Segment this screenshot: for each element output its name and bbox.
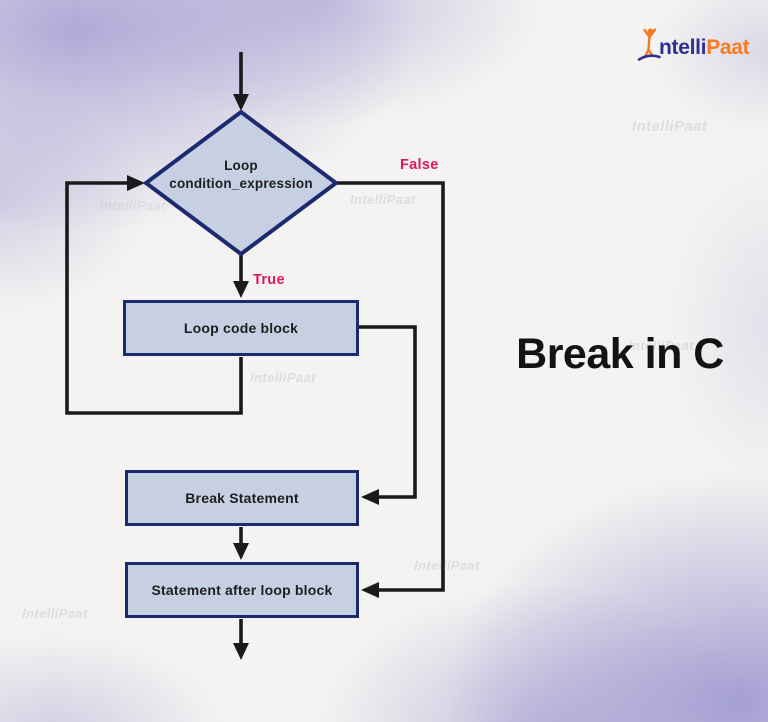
break-connector — [358, 325, 417, 499]
statement-after-loop-label: Statement after loop block — [151, 582, 333, 598]
break-statement-label: Break Statement — [185, 490, 299, 506]
loop-code-block-box: Loop code block — [123, 300, 359, 356]
logo-text-paat: Paat — [706, 36, 750, 59]
watermark: IntelliPaat — [22, 606, 88, 621]
logo-wordmark: ntelliPaat — [659, 36, 750, 59]
decision-diamond — [142, 109, 340, 257]
arrowhead-exit — [233, 643, 249, 660]
page-title: Break in C — [516, 330, 724, 378]
flow-arrowheads — [127, 94, 379, 660]
true-branch-label: True — [253, 272, 285, 288]
logo-text-ntelli: ntelli — [659, 36, 707, 59]
break-statement-box: Break Statement — [125, 470, 359, 526]
arrowhead-into-diamond — [233, 94, 249, 111]
watermark: IntelliPaat — [100, 198, 166, 213]
false-connector — [335, 181, 445, 592]
watermark: IntelliPaat — [350, 192, 416, 207]
false-branch-label: False — [400, 157, 439, 173]
watermark: IntelliPaat — [632, 118, 708, 135]
statement-after-loop-box: Statement after loop block — [125, 562, 359, 618]
arrowhead-true — [233, 281, 249, 298]
decision-label: Loop condition_expression — [131, 157, 351, 193]
watermark: IntelliPaat — [250, 370, 316, 385]
watermark: IntelliPaat — [414, 558, 480, 573]
decision-label-line2: condition_expression — [169, 176, 313, 192]
arrowhead-into-after — [361, 582, 379, 598]
arrowhead-between-boxes — [233, 543, 249, 560]
intellipaat-logo: ntelliPaat — [637, 26, 750, 69]
flow-connectors — [65, 52, 445, 645]
arrowhead-into-break — [361, 489, 379, 505]
loop-code-block-label: Loop code block — [183, 320, 299, 336]
watermark: IntelliPaat — [628, 338, 694, 353]
decision-label-line1: Loop — [224, 158, 258, 173]
arrowhead-loopback — [127, 175, 145, 191]
person-raised-arms-icon — [637, 26, 661, 69]
loopback-connector — [65, 181, 243, 415]
